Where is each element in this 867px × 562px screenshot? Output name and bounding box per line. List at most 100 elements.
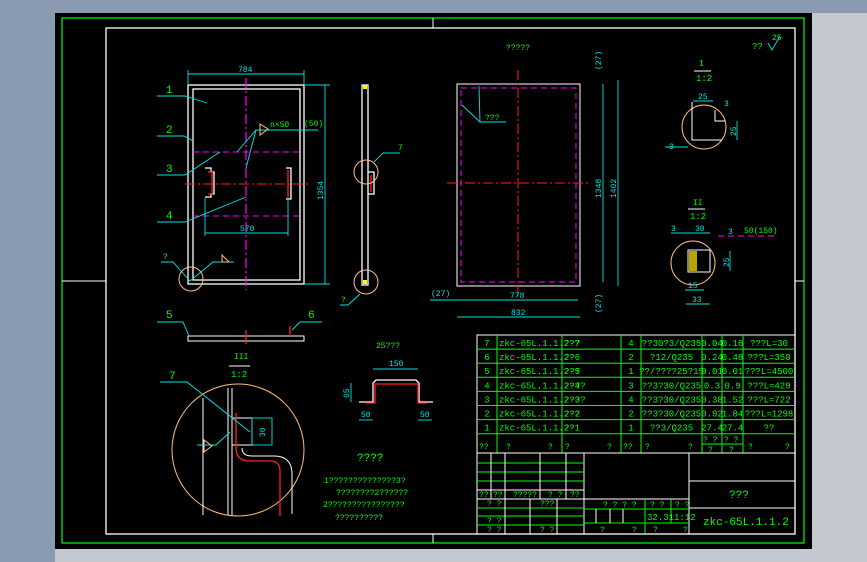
dim-margin-left: (27) <box>431 290 450 299</box>
profile-dim-height: 65 <box>343 388 352 398</box>
sign-label: ? ? <box>487 526 502 535</box>
detail-3-scale: 1:2 <box>231 370 247 380</box>
detail-3-dim: 30 <box>259 427 268 437</box>
sheet-label: ? <box>632 526 637 535</box>
weld-spec: n×50 <box>270 121 289 130</box>
bom-header-cell: ? <box>785 443 790 452</box>
blank-note: ??? <box>485 114 500 123</box>
bottom-view: 5 6 <box>157 310 322 344</box>
dim-height: 1354 <box>317 181 326 200</box>
handle-right <box>286 167 292 200</box>
bom-cell-name: ?? <box>564 353 575 363</box>
bom-cell-code: zkc-65L.1.1.2-7 <box>499 339 580 349</box>
sign-label: ? ? <box>487 517 502 526</box>
bom-cell-qty: 1 <box>628 367 633 377</box>
side-view: 7 ? <box>340 84 403 306</box>
bom-cell-material: ??3/Q235 <box>650 424 693 434</box>
notes-title: ???? <box>357 453 383 465</box>
part-label-5: 5 <box>166 310 173 322</box>
bom-header-cell: ? ? <box>724 436 739 445</box>
profile-dim-left: 50 <box>361 411 371 420</box>
part-label-4: 4 <box>166 211 173 223</box>
sheet-label: ? <box>600 526 605 535</box>
stage-header: ? ? ? ? <box>603 501 637 510</box>
detail-3: III 1:2 30 7 <box>160 353 305 517</box>
bom-cell-no: 3 <box>484 395 489 405</box>
bom-cell-unit: 0.01 <box>701 367 723 377</box>
bom-cell-no: 5 <box>484 367 489 377</box>
detail-2-dim: 15 <box>688 282 698 291</box>
bom-header-cell: ? <box>607 443 612 452</box>
dim-inner-width: 778 <box>510 292 525 301</box>
profile-title: 25??? <box>376 342 400 351</box>
title-block: ?? ?? ????? ? ? ?? ? ? ??? ? ? ? ? ? ? ?… <box>476 452 796 535</box>
bom-cell-no: 2 <box>484 410 489 420</box>
model-space <box>55 13 812 549</box>
note-line: 2???????????????? <box>323 501 405 510</box>
bom-header-cell: ? <box>548 443 553 452</box>
bom-cell-total: 1.52 <box>722 395 744 405</box>
profile-section: 25??? 150 65 50 50 <box>343 342 433 421</box>
sign-header: ????? <box>513 491 537 500</box>
bom-cell-qty: 4 <box>628 339 633 349</box>
detail-1-dim: 3 <box>724 100 729 109</box>
bom-cell-code: zkc-65L.1.1.2-6 <box>499 353 580 363</box>
bom-cell-name: ?? <box>564 424 575 434</box>
note-line: ?????????? <box>335 514 383 523</box>
sign-header: ? ? <box>548 491 563 500</box>
profile-dim-top: 150 <box>389 360 404 369</box>
bom-header-cell: ? <box>708 446 713 455</box>
sign-header: ?? <box>570 491 580 500</box>
app-background-top <box>0 0 867 13</box>
bom-cell-qty: 2 <box>628 410 633 420</box>
sign-header: ?? <box>493 491 503 500</box>
bom-cell-note: ???L=30 <box>750 339 788 349</box>
bom-cell-qty: 1 <box>628 424 633 434</box>
bom-cell-no: 4 <box>484 381 489 391</box>
bom-cell-no: 6 <box>484 353 489 363</box>
detail-2: II 1:2 3 30 3 50(150) 25 15 33 <box>670 199 778 305</box>
bom-cell-total: 27.4 <box>722 424 744 434</box>
bom-cell-no: 1 <box>484 424 489 434</box>
bom-cell-name: ??? <box>564 339 580 349</box>
roughness-value: 25 <box>772 34 782 43</box>
detail-2-dim: 25 <box>723 257 732 267</box>
detail-2-mark: II <box>693 199 703 208</box>
bom-cell-note: ???L=4500 <box>745 367 794 377</box>
dim-margin-top: (27) <box>595 51 604 70</box>
dim-outer-height: 1402 <box>610 179 619 198</box>
part-label-1: 1 <box>166 85 173 97</box>
bom-header-cell: ?? <box>479 443 489 452</box>
detail-circle-1 <box>353 159 379 185</box>
weight-value: 32.31 <box>647 513 674 523</box>
bom-header-cell: ? <box>565 443 570 452</box>
bom-cell-material: ??3?30/Q235 <box>642 395 701 405</box>
bom-cell-note: ???L=722 <box>747 395 790 405</box>
bom-cell-total: 1.84 <box>722 410 744 420</box>
weight-header: ? ? <box>650 501 665 510</box>
bom-cell-code: zkc-65L.1.1.2-4 <box>499 381 580 391</box>
bom-header-cell: ? <box>748 443 753 452</box>
bom-header-cell: ?? <box>623 443 633 452</box>
bom-cell-material: ?12/Q235 <box>650 353 693 363</box>
bom-header-cell: ? <box>729 446 734 455</box>
note-line: 1??????????????3? <box>324 477 406 486</box>
bom-cell-qty: 2 <box>628 353 633 363</box>
detail-1-mark: I <box>699 60 704 69</box>
bom-header-cell: ? ? <box>703 436 718 445</box>
bom-cell-code: zkc-65L.1.1.2-5 <box>499 367 580 377</box>
app-background-left <box>0 0 55 562</box>
dim-inner-height: 1348 <box>595 179 604 198</box>
drawing-name: ??? <box>729 490 749 502</box>
bom-cell-total: 0.16 <box>722 339 744 349</box>
detail-circle-2 <box>178 266 204 292</box>
technical-notes: ???? 1??????????????3? ????????2?????? 2… <box>323 453 408 523</box>
bom-cell-unit: 0.38 <box>701 395 723 405</box>
dim-width: 784 <box>238 66 253 75</box>
bom-header-cell: ? <box>688 443 693 452</box>
side-label-weld: ? <box>341 296 346 305</box>
sheet-label: ? <box>683 526 688 535</box>
detail-3-mark: III <box>234 353 248 362</box>
